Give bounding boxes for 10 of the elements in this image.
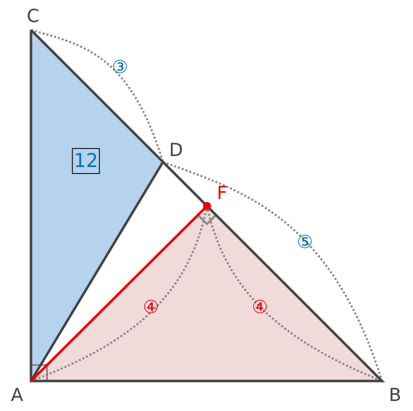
point-label: C	[26, 7, 40, 27]
length-label: ③	[112, 58, 128, 78]
point-label: F	[216, 184, 228, 204]
point-label: A	[10, 386, 24, 406]
point-label: D	[169, 141, 183, 161]
length-label: ⑤	[296, 233, 314, 253]
length-label: ④	[252, 298, 268, 318]
point-label: B	[388, 386, 402, 406]
length-label: ④	[142, 298, 160, 318]
area-label: 12	[72, 148, 100, 174]
